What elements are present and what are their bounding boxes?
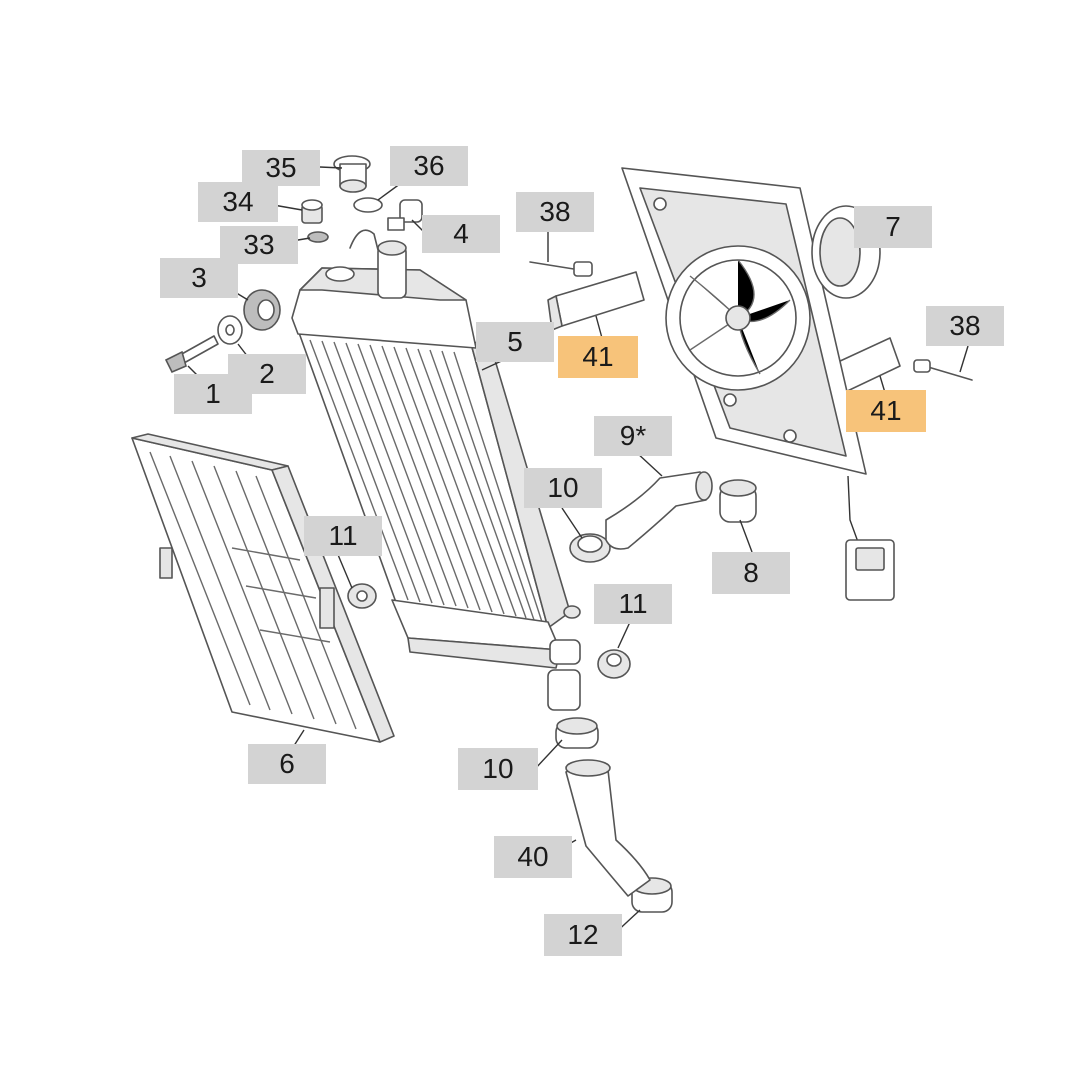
nipple-nut [301,199,323,224]
callout-5[interactable]: 5 [476,322,554,362]
sealing-washer [307,231,329,243]
callout-35[interactable]: 35 [242,150,320,186]
hose-clamp-fan [719,479,757,523]
radiator-guard [131,433,395,743]
filler-cap [333,155,371,193]
cap-oring [353,197,383,213]
callout-3[interactable]: 3 [160,258,238,298]
callout-38-right[interactable]: 38 [926,306,1004,346]
radiator [291,229,581,711]
callout-9[interactable]: 9* [594,416,672,456]
callout-41-left[interactable]: 41 [558,336,638,378]
callout-1[interactable]: 1 [174,374,252,414]
washer [217,315,243,345]
spacer-left [347,583,377,609]
callout-36[interactable]: 36 [390,146,468,186]
upper-hose [605,471,713,550]
callout-41-right[interactable]: 41 [846,390,926,432]
callout-2[interactable]: 2 [228,354,306,394]
callout-11-right[interactable]: 11 [594,584,672,624]
callout-4[interactable]: 4 [422,215,500,253]
callout-12[interactable]: 12 [544,914,622,956]
hose-clamp-lower [555,717,599,749]
bleed-valve [387,199,423,231]
bracket-left [547,271,645,331]
pin-right [913,359,973,381]
spacer-right [597,649,631,679]
lower-hose [565,759,651,897]
callout-8[interactable]: 8 [712,552,790,594]
callout-11-left[interactable]: 11 [304,516,382,556]
rubber-bushing [243,289,281,331]
callout-6[interactable]: 6 [248,744,326,784]
callout-38-left[interactable]: 38 [516,192,594,232]
callout-10-lower[interactable]: 10 [458,748,538,790]
callout-33[interactable]: 33 [220,226,298,264]
callout-34[interactable]: 34 [198,182,278,222]
callout-10-upper[interactable]: 10 [524,468,602,508]
hose-clamp-upper [569,533,611,563]
cooling-fan [621,167,895,601]
callout-40[interactable]: 40 [494,836,572,878]
pin-left [529,261,593,277]
callout-7[interactable]: 7 [854,206,932,248]
screw [164,335,219,374]
radiator-fins [309,339,543,623]
